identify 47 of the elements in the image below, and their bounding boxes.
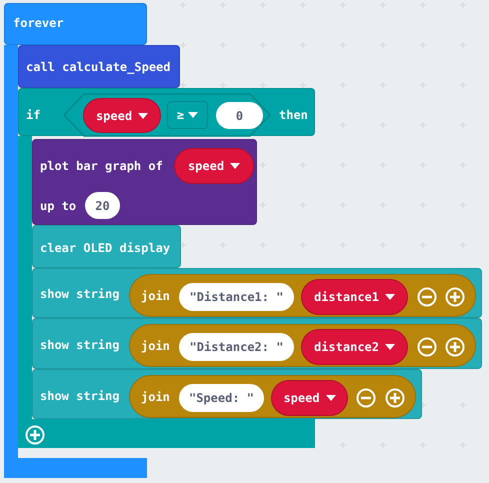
value-label: ≥ <box>176 107 184 123</box>
number-field <box>85 192 120 219</box>
number-field <box>216 102 263 129</box>
show-string-block <box>32 369 422 419</box>
show-string-block <box>32 318 482 369</box>
variable-dropdown <box>174 148 254 184</box>
variable-dropdown <box>83 98 161 133</box>
value-label: speed <box>96 108 132 124</box>
value-label: speed <box>188 158 224 174</box>
text-field <box>179 333 294 361</box>
block-label: show string <box>40 337 120 353</box>
text-field <box>179 384 264 412</box>
join-block <box>129 375 416 418</box>
block-label: forever <box>13 15 64 31</box>
block-label: join <box>141 288 170 304</box>
forever-block <box>4 3 147 45</box>
block-label: join <box>141 389 170 405</box>
if-block <box>18 88 315 136</box>
value-label: speed <box>283 390 320 406</box>
show-string-block <box>32 268 482 318</box>
plot-bar-graph-block <box>32 139 257 225</box>
block-label: clear OLED display <box>40 240 170 256</box>
variable-dropdown <box>271 380 348 416</box>
value-label: "Distance1: " <box>190 289 284 305</box>
variable-dropdown <box>301 279 408 315</box>
block-label: call calculate_Speed <box>26 59 170 75</box>
block-label: up to <box>40 198 76 214</box>
operator-dropdown <box>167 101 208 129</box>
value-label: distance2 <box>314 339 380 355</box>
value-label: "Speed: " <box>188 390 254 406</box>
value-label: 0 <box>236 108 244 124</box>
text-field <box>179 283 294 311</box>
block-label: then <box>279 107 308 123</box>
value-label: 20 <box>95 198 110 214</box>
value-label: "Distance2: " <box>190 339 284 355</box>
block-label: if <box>26 107 40 123</box>
comparison-block <box>63 93 271 137</box>
call-block <box>18 45 180 88</box>
block-label: show string <box>40 388 120 404</box>
join-block <box>129 274 476 317</box>
join-block <box>129 324 476 367</box>
value-label: distance1 <box>314 289 380 305</box>
block-label: plot bar graph of <box>40 158 163 174</box>
block-label: show string <box>40 286 120 302</box>
clear-display-block <box>32 225 181 268</box>
variable-dropdown <box>301 329 408 365</box>
block-label: join <box>141 338 170 354</box>
